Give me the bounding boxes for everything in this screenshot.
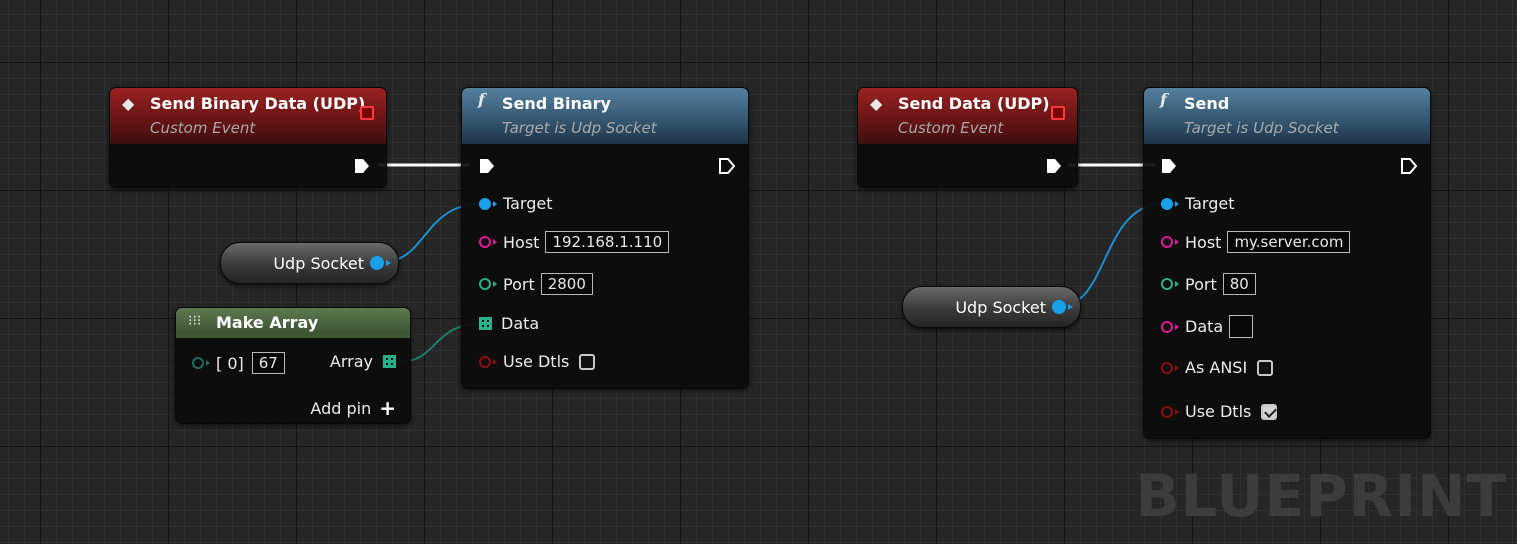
pin-label: Host bbox=[503, 232, 540, 252]
udp-socket-variable-node[interactable]: Udp Socket bbox=[220, 242, 399, 284]
variable-label: Udp Socket bbox=[273, 254, 364, 273]
string-pin[interactable] bbox=[1161, 320, 1173, 333]
bool-pin[interactable] bbox=[1161, 361, 1173, 374]
pin-arrow-icon bbox=[493, 358, 497, 365]
int-pin[interactable] bbox=[479, 278, 491, 290]
array-element-row[interactable]: [ 0] 67 bbox=[192, 352, 285, 374]
function-node-send[interactable]: f Send Target is Udp Socket Target Host … bbox=[1143, 87, 1431, 439]
event-node-send-binary-data[interactable]: ◆ Send Binary Data (UDP) Custom Event bbox=[109, 87, 387, 188]
pin-row-port[interactable]: Port 2800 bbox=[479, 273, 593, 295]
array-pin-icon[interactable] bbox=[479, 317, 492, 330]
object-pin[interactable] bbox=[479, 197, 491, 210]
pin-row-target[interactable]: Target bbox=[1161, 194, 1235, 213]
add-pin-label: Add pin bbox=[310, 398, 372, 418]
data-input[interactable] bbox=[1229, 315, 1254, 338]
as-ansi-checkbox[interactable] bbox=[1257, 359, 1274, 376]
pin-arrow-icon bbox=[493, 281, 497, 287]
pin-arrow-icon bbox=[1175, 239, 1179, 245]
function-icon: f bbox=[478, 90, 485, 109]
pin-label: Host bbox=[1185, 232, 1222, 252]
delegate-pin[interactable] bbox=[1051, 106, 1065, 120]
pin-row-host[interactable]: Host 192.168.1.110 bbox=[479, 231, 670, 253]
element-index-label: [ 0] bbox=[216, 353, 244, 373]
node-title: Send Binary Data (UDP) bbox=[150, 94, 366, 113]
pin-arrow-icon bbox=[1068, 304, 1073, 310]
pin-row-port[interactable]: Port 80 bbox=[1161, 273, 1256, 295]
event-icon: ◆ bbox=[870, 94, 883, 113]
pin-label: Target bbox=[1185, 194, 1235, 213]
pin-row-target[interactable]: Target bbox=[479, 194, 553, 213]
function-icon: f bbox=[1160, 90, 1167, 109]
pin-label: Port bbox=[503, 274, 535, 294]
string-pin[interactable] bbox=[479, 236, 491, 248]
make-array-icon: ⁝⁝⁝ bbox=[188, 313, 202, 329]
udp-socket-variable-node[interactable]: Udp Socket bbox=[902, 286, 1081, 328]
pin-arrow-icon bbox=[1175, 408, 1179, 415]
host-input[interactable]: my.server.com bbox=[1227, 231, 1351, 253]
add-pin-button[interactable]: Add pin + bbox=[310, 396, 396, 420]
pin-arrow-icon bbox=[1175, 323, 1179, 330]
pin-label: Data bbox=[1185, 317, 1224, 336]
blueprint-watermark: BLUEPRINT bbox=[1135, 462, 1507, 530]
use-dtls-checkbox[interactable] bbox=[1261, 403, 1278, 420]
use-dtls-checkbox[interactable] bbox=[579, 353, 596, 370]
port-input[interactable]: 80 bbox=[1222, 273, 1256, 295]
node-subtitle: Custom Event bbox=[150, 119, 256, 137]
node-title: Send Data (UDP) bbox=[898, 94, 1050, 113]
pin-label: Use Dtls bbox=[1185, 402, 1252, 421]
make-array-node[interactable]: ⁝⁝⁝ Make Array [ 0] 67 Array Add pin + bbox=[175, 307, 411, 424]
element-value-input[interactable]: 67 bbox=[251, 352, 285, 374]
object-pin[interactable] bbox=[1052, 300, 1066, 314]
node-title: Send Binary bbox=[502, 94, 611, 113]
event-icon: ◆ bbox=[122, 94, 135, 113]
host-input[interactable]: 192.168.1.110 bbox=[545, 231, 670, 253]
event-node-send-data[interactable]: ◆ Send Data (UDP) Custom Event bbox=[857, 87, 1078, 188]
node-subtitle: Target is Udp Socket bbox=[1184, 119, 1339, 137]
pin-row-use-dtls[interactable]: Use Dtls bbox=[1161, 402, 1278, 421]
array-pin-icon[interactable] bbox=[383, 355, 396, 368]
pin-arrow-icon bbox=[386, 260, 391, 266]
pin-arrow-icon bbox=[206, 360, 210, 366]
object-pin[interactable] bbox=[370, 256, 384, 270]
pin-row-data[interactable]: Data bbox=[479, 314, 539, 333]
port-input[interactable]: 2800 bbox=[540, 273, 593, 295]
variable-label: Udp Socket bbox=[955, 298, 1046, 317]
string-pin[interactable] bbox=[1161, 236, 1173, 248]
node-subtitle: Target is Udp Socket bbox=[502, 119, 657, 137]
pin-arrow-icon bbox=[1175, 200, 1179, 207]
array-output-row[interactable]: Array bbox=[330, 352, 396, 371]
int-pin[interactable] bbox=[192, 357, 204, 369]
node-subtitle: Custom Event bbox=[898, 119, 1004, 137]
delegate-pin[interactable] bbox=[360, 106, 374, 120]
pin-arrow-icon bbox=[1175, 281, 1179, 287]
node-title: Make Array bbox=[216, 313, 319, 332]
node-title: Send bbox=[1184, 94, 1230, 113]
pin-label: Array bbox=[329, 352, 373, 371]
bool-pin[interactable] bbox=[1161, 405, 1173, 418]
function-node-send-binary[interactable]: f Send Binary Target is Udp Socket Targe… bbox=[461, 87, 749, 389]
pin-row-use-dtls[interactable]: Use Dtls bbox=[479, 352, 596, 371]
bool-pin[interactable] bbox=[479, 355, 491, 368]
pin-row-as-ansi[interactable]: As ANSI bbox=[1161, 358, 1274, 377]
pin-row-host[interactable]: Host my.server.com bbox=[1161, 231, 1351, 253]
int-pin[interactable] bbox=[1161, 278, 1173, 290]
object-pin[interactable] bbox=[1161, 197, 1173, 210]
pin-arrow-icon bbox=[1175, 364, 1179, 371]
pin-label: Data bbox=[501, 314, 540, 333]
pin-label: Port bbox=[1185, 274, 1217, 294]
pin-label: Use Dtls bbox=[503, 352, 570, 371]
pin-label: As ANSI bbox=[1185, 358, 1248, 377]
pin-row-data[interactable]: Data bbox=[1161, 315, 1254, 338]
plus-icon: + bbox=[379, 396, 396, 420]
pin-label: Target bbox=[503, 194, 553, 213]
pin-arrow-icon bbox=[493, 239, 497, 245]
pin-arrow-icon bbox=[493, 200, 497, 207]
